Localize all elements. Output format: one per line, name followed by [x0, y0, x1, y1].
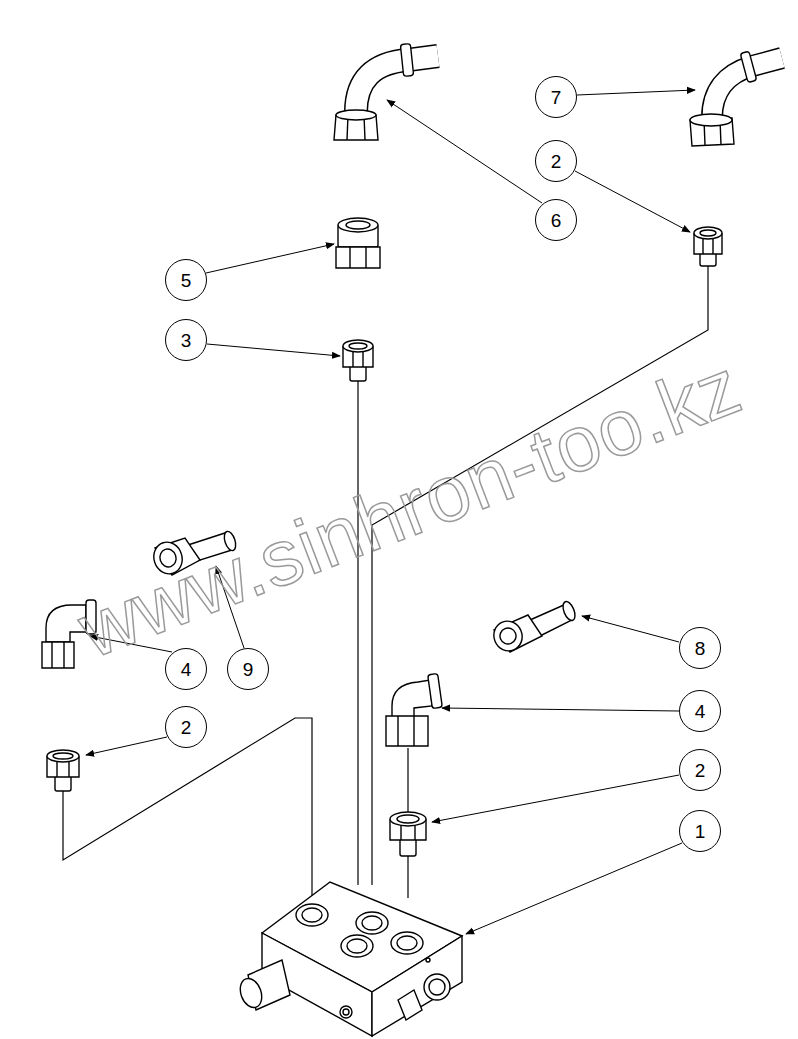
callout-text: 4: [695, 702, 706, 721]
callout-text: 4: [181, 660, 192, 679]
callout-number: 2: [535, 140, 577, 182]
watermark: www.sinhron-too.kz: [67, 340, 753, 676]
callout-text: 9: [243, 660, 254, 679]
callout-number: 5: [165, 259, 207, 301]
callout-text: 5: [181, 271, 192, 290]
callout-number: 8: [679, 627, 721, 669]
callout-number: 2: [165, 706, 207, 748]
callout-text: 8: [695, 639, 706, 658]
callout-text: 7: [551, 88, 562, 107]
callout-number: 1: [679, 810, 721, 852]
callout-number: 3: [165, 319, 207, 361]
callout-text: 3: [181, 331, 192, 350]
callout-text: 2: [695, 761, 706, 780]
callout-text: 2: [551, 152, 562, 171]
callout-number: 4: [165, 648, 207, 690]
callout-number: 9: [227, 648, 269, 690]
callout-text: 6: [551, 211, 562, 230]
callout-text: 2: [181, 718, 192, 737]
callout-number: 4: [679, 690, 721, 732]
callout-number: 2: [679, 749, 721, 791]
callout-text: 1: [695, 822, 706, 841]
callout-number: 6: [535, 199, 577, 241]
callout-number: 7: [535, 76, 577, 118]
